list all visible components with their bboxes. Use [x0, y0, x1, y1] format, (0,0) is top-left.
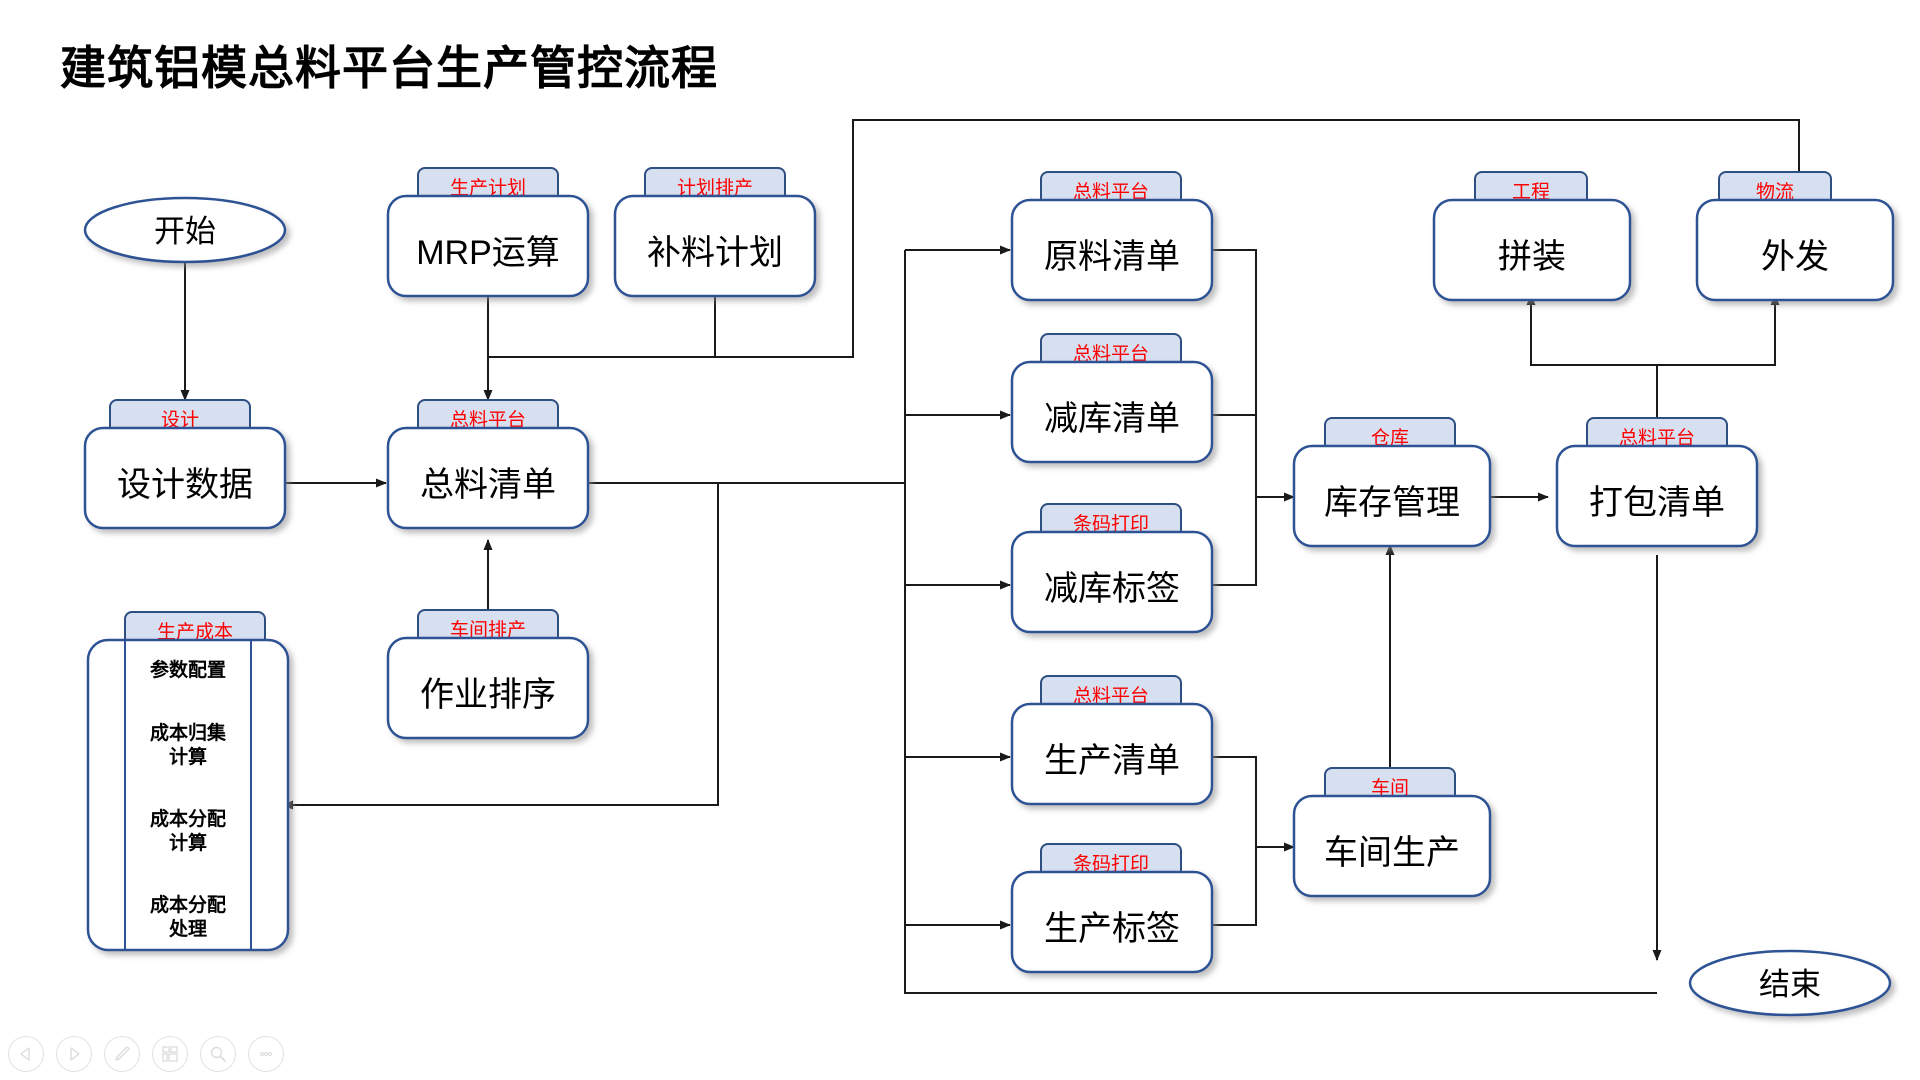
node-design-data-tag: 设计: [161, 409, 199, 431]
node-issue-label[interactable]: 条码打印 减库标签: [1010, 503, 1214, 634]
node-prod-list-tag: 总料平台: [1073, 685, 1149, 707]
edge-prodlabel-to-workshop: [1212, 847, 1257, 926]
node-prod-list[interactable]: 总料平台 生产清单: [1010, 675, 1214, 806]
node-raw-list[interactable]: 总料平台 原料清单: [1010, 171, 1214, 302]
edge-outbound-feedback-to-master: [488, 119, 1800, 358]
node-assembly-tag: 工程: [1512, 181, 1550, 203]
node-job-sequence-tag: 车间排产: [450, 619, 526, 641]
node-master-bom[interactable]: 总料平台 总料清单: [386, 399, 590, 530]
zoom-button[interactable]: [200, 1036, 236, 1072]
cost-item-1-line-1: 计算: [169, 745, 207, 768]
node-issue-list-label: 减库清单: [1044, 400, 1180, 438]
node-design-data-label: 设计数据: [117, 466, 253, 504]
page-title: 建筑铝模总料平台生产管控流程: [60, 42, 718, 94]
node-prod-list-label: 生产清单: [1044, 742, 1180, 780]
node-job-sequence[interactable]: 车间排产 作业排序: [386, 609, 590, 740]
cost-item-2-line-0: 成本分配: [150, 807, 226, 830]
node-mrp-tag: 生产计划: [450, 177, 526, 199]
edge-packing-to-outbound: [1657, 294, 1780, 366]
magnifier-icon: [210, 1046, 226, 1062]
edge-master-to-cost: [282, 483, 719, 810]
cost-item-2-line-1: 计算: [169, 831, 207, 854]
node-design-data[interactable]: 设计 设计数据: [83, 399, 287, 530]
node-master-bom-tag: 总料平台: [450, 409, 526, 431]
node-packing-list[interactable]: 总料平台 打包清单: [1555, 417, 1759, 548]
pen-icon: [115, 1046, 130, 1061]
edge-prodlist-to-workshop: [1212, 756, 1257, 847]
node-prod-label-label: 生产标签: [1044, 910, 1180, 948]
node-master-bom-label: 总料清单: [420, 466, 556, 504]
cost-item-0-line-0: 参数配置: [150, 658, 226, 681]
edge-packing-up-split: [1526, 294, 1658, 440]
node-packing-list-label: 打包清单: [1589, 484, 1725, 522]
node-start-label: 开始: [154, 214, 216, 249]
node-inventory-tag: 仓库: [1371, 427, 1409, 449]
node-inventory[interactable]: 仓库 库存管理: [1292, 417, 1492, 548]
node-packing-list-tag: 总料平台: [1619, 427, 1695, 449]
node-outbound[interactable]: 物流 外发: [1695, 171, 1895, 302]
edge-issuelabel-to-inventory: [1212, 497, 1257, 586]
node-assembly[interactable]: 工程 拼装: [1432, 171, 1632, 302]
edge-bottom-return-loop: [904, 925, 1657, 994]
more-options-button[interactable]: [248, 1036, 284, 1072]
slide-overview-button[interactable]: [152, 1036, 188, 1072]
node-start[interactable]: 开始: [83, 196, 287, 264]
node-end[interactable]: 结束: [1688, 949, 1892, 1017]
node-inventory-label: 库存管理: [1324, 484, 1460, 522]
node-issue-label-tag: 条码打印: [1073, 513, 1149, 535]
ellipsis-icon: [259, 1051, 273, 1057]
node-outbound-tag: 物流: [1756, 181, 1794, 203]
node-cost-group[interactable]: 生产成本 参数配置 成本归集 计算 成本分配 计算 成本分配 处理: [86, 611, 290, 952]
node-job-sequence-label: 作业排序: [420, 676, 556, 714]
node-workshop[interactable]: 车间 车间生产: [1292, 767, 1492, 898]
node-end-label: 结束: [1759, 967, 1821, 1002]
node-prod-label[interactable]: 条码打印 生产标签: [1010, 843, 1214, 974]
cost-item-3-line-0: 成本分配: [150, 893, 226, 916]
node-cost-group-tag: 生产成本: [157, 621, 233, 643]
triangle-right-icon: [70, 1047, 80, 1061]
node-assembly-label: 拼装: [1498, 238, 1566, 276]
node-issue-label-label: 减库标签: [1044, 570, 1180, 608]
node-mrp-label: MRP运算: [416, 234, 560, 272]
node-raw-list-tag: 总料平台: [1073, 181, 1149, 203]
cost-item-3-line-1: 处理: [168, 917, 207, 940]
pen-tool-button[interactable]: [104, 1036, 140, 1072]
presentation-toolbar: [8, 1036, 284, 1072]
node-replenish-plan-label: 补料计划: [647, 234, 783, 272]
node-mrp[interactable]: 生产计划 MRP运算: [386, 167, 590, 298]
next-slide-button[interactable]: [56, 1036, 92, 1072]
node-raw-list-label: 原料清单: [1044, 238, 1180, 276]
node-workshop-tag: 车间: [1371, 777, 1409, 799]
node-issue-list-tag: 总料平台: [1073, 343, 1149, 365]
node-issue-list[interactable]: 总料平台 减库清单: [1010, 333, 1214, 464]
previous-slide-button[interactable]: [8, 1036, 44, 1072]
node-replenish-plan-tag: 计划排产: [677, 177, 753, 199]
triangle-left-icon: [20, 1047, 30, 1061]
node-prod-label-tag: 条码打印: [1073, 853, 1149, 875]
node-outbound-label: 外发: [1761, 238, 1829, 276]
cost-item-1-line-0: 成本归集: [150, 721, 227, 744]
node-workshop-label: 车间生产: [1324, 834, 1460, 872]
node-replenish-plan[interactable]: 计划排产 补料计划: [613, 167, 817, 298]
grid-slides-icon: [162, 1046, 178, 1062]
